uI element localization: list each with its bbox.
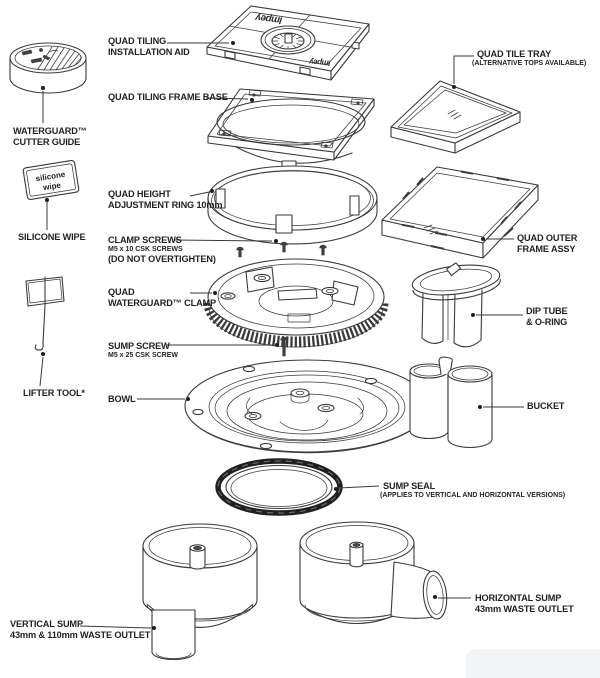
- label-line: QUAD TILING: [108, 36, 167, 46]
- label-clamp-screws: CLAMP SCREWS M5 x 10 CSK SCREWS (DO NOT …: [108, 235, 216, 265]
- label-vertical-sump: VERTICAL SUMP 43mm & 110mm WASTE OUTLET: [10, 619, 150, 641]
- part-clamp-screws: [173, 239, 327, 258]
- label-quad-waterguard-clamp: QUAD WATERGUARD™ CLAMP: [108, 287, 216, 309]
- part-bowl: [137, 359, 430, 454]
- label-line: M5 x 10 CSK SCREWS: [108, 245, 183, 253]
- label-horizontal-sump: HORIZONTAL SUMP 43mm WASTE OUTLET: [475, 593, 574, 615]
- label-line: QUAD HEIGHT: [108, 189, 171, 199]
- part-dip-tube-oring: [411, 262, 523, 348]
- label-line: BOWL: [108, 394, 136, 404]
- part-vertical-sump: [79, 523, 258, 661]
- label-line: VERTICAL SUMP: [10, 619, 83, 629]
- part-quad-tiling-frame-base: [205, 88, 375, 164]
- label-quad-outer-frame-assy: QUAD OUTER FRAME ASSY: [517, 233, 577, 255]
- label-line: 43mm & 110mm WASTE OUTLET: [10, 629, 151, 640]
- label-bucket: BUCKET: [527, 401, 565, 412]
- label-line: QUAD: [108, 287, 135, 297]
- flange-holes: [192, 365, 378, 450]
- label-waterguard-cutter-guide: WATERGUARD™ CUTTER GUIDE: [13, 126, 87, 148]
- label-lifter-tool: LIFTER TOOL*: [23, 388, 85, 399]
- label-line: SUMP SEAL: [383, 481, 436, 491]
- background-artifact: [466, 649, 600, 678]
- label-silicone-wipe: SILICONE WIPE: [18, 232, 86, 243]
- part-waterguard-cutter-guide: [9, 42, 87, 123]
- label-line: & O-RING: [526, 316, 568, 327]
- label-line: WATERGUARD™ CLAMP: [108, 297, 217, 308]
- plate-brand-text-bottom: Impey: [308, 57, 331, 68]
- screw: [280, 241, 288, 253]
- label-dip-tube-oring: DIP TUBE & O-RING: [526, 306, 568, 328]
- label-line: 43mm WASTE OUTLET: [475, 603, 574, 614]
- part-quad-height-adjustment-ring: [189, 160, 378, 245]
- label-line: QUAD TILE TRAY: [477, 49, 552, 59]
- label-line: QUAD OUTER: [517, 233, 578, 243]
- part-horizontal-sump: [299, 521, 471, 624]
- label-line: (APPLIES TO VERTICAL AND HORIZONTAL VERS…: [380, 491, 566, 499]
- label-quad-tile-tray: QUAD TILE TRAY (ALTERNATIVE TOPS AVAILAB…: [472, 49, 586, 68]
- packet-text-line2: wipe: [42, 180, 63, 192]
- label-line: M5 x 25 CSK SCREW: [108, 351, 179, 359]
- label-line: CLAMP SCREWS: [108, 235, 182, 245]
- screw: [280, 336, 288, 357]
- part-sump-screw: [167, 336, 288, 357]
- label-sump-seal: SUMP SEAL (APPLIES TO VERTICAL AND HORIZ…: [380, 481, 565, 500]
- part-quad-tile-tray: [390, 55, 521, 154]
- screw: [319, 244, 327, 256]
- label-line: (DO NOT OVERTIGHTEN): [108, 254, 216, 265]
- part-silicone-wipe: silicone wipe: [22, 160, 80, 230]
- label-line: SILICONE WIPE: [18, 232, 86, 242]
- screw: [236, 246, 244, 258]
- label-quad-tiling-installation-aid: QUAD TILING INSTALLATION AID: [108, 36, 190, 58]
- corner-clips: [218, 89, 364, 149]
- label-line: CUTTER GUIDE: [13, 136, 81, 147]
- plate-brand-text-top: Impey: [254, 11, 282, 25]
- label-line: SUMP SCREW: [108, 341, 170, 351]
- frame-slots: [401, 170, 522, 250]
- bowl-bosses: [244, 388, 335, 421]
- label-line: HORIZONTAL SUMP: [475, 593, 562, 603]
- label-line: ADJUSTMENT RING 10mm: [108, 199, 223, 210]
- label-line: WATERGUARD™: [13, 126, 87, 136]
- part-quad-outer-frame-assy: [381, 166, 539, 259]
- part-lifter-tool: [25, 276, 65, 387]
- label-line: FRAME ASSY: [517, 243, 576, 254]
- part-quad-waterguard-clamp: [190, 258, 389, 348]
- label-bowl: BOWL: [108, 394, 136, 405]
- label-line: LIFTER TOOL*: [23, 388, 85, 398]
- part-bucket: [409, 356, 524, 449]
- clamp-bosses: [220, 273, 339, 300]
- part-quad-tiling-installation-aid: Impey Impey: [167, 5, 370, 81]
- tray-floor-mark: [447, 109, 462, 120]
- label-line: DIP TUBE: [526, 306, 568, 316]
- label-line: QUAD TILING FRAME BASE: [108, 92, 228, 102]
- label-sump-screw: SUMP SCREW M5 x 25 CSK SCREW: [108, 341, 178, 360]
- label-line: BUCKET: [527, 401, 565, 411]
- label-line: (ALTERNATIVE TOPS AVAILABLE): [472, 59, 587, 67]
- part-sump-seal: [215, 458, 380, 516]
- cutter-guide-markings: [21, 48, 59, 64]
- label-quad-tiling-frame-base: QUAD TILING FRAME BASE: [108, 92, 228, 103]
- label-quad-height-adjustment-ring: QUAD HEIGHT ADJUSTMENT RING 10mm: [108, 189, 223, 211]
- label-line: INSTALLATION AID: [108, 46, 190, 57]
